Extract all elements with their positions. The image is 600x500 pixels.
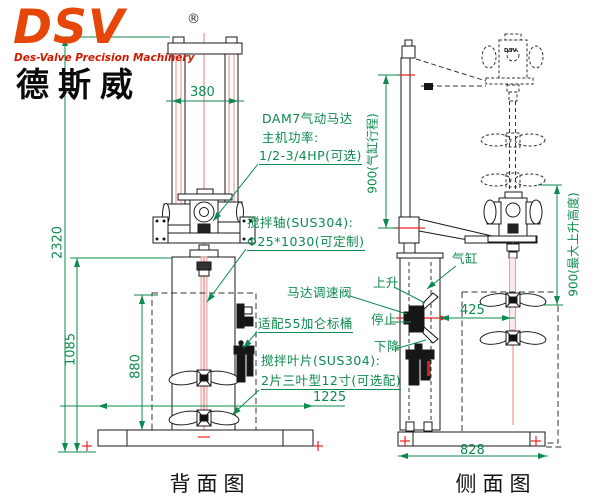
side-impeller-upper bbox=[479, 292, 547, 308]
back-view-caption: 背面图 bbox=[169, 472, 251, 496]
back-frame bbox=[167, 36, 243, 219]
back-dimension-arrows bbox=[62, 37, 313, 452]
logo-tagline: Des-Valve Precision Machinery bbox=[14, 52, 195, 64]
back-base bbox=[97, 429, 314, 447]
note-air-cylinder: 气缸 bbox=[452, 251, 479, 266]
side-view-drawing bbox=[349, 33, 563, 459]
side-raised-motor-dashed bbox=[415, 33, 546, 190]
side-air-motor bbox=[483, 191, 543, 425]
dim-mid-height: 1085 bbox=[63, 332, 79, 367]
side-view-caption: 侧面图 bbox=[455, 472, 537, 496]
dim-top-width: 380 bbox=[190, 85, 215, 100]
side-speed-valve bbox=[396, 292, 448, 344]
back-impeller-upper bbox=[168, 369, 240, 387]
logo-registered-mark: ® bbox=[187, 12, 200, 27]
back-view-drawing bbox=[58, 33, 345, 453]
dim-max-lift: 900(最大上升高度) bbox=[566, 192, 581, 297]
note-motor-line2: 主机功率: bbox=[262, 130, 319, 145]
note-speed-valve: 马达调速阀 bbox=[287, 285, 353, 300]
back-valve-frl bbox=[233, 303, 255, 383]
back-impeller-lower bbox=[168, 409, 240, 427]
side-red-marks bbox=[393, 74, 541, 446]
note-valve-stop: 停止 bbox=[371, 312, 398, 327]
side-dimension-arrows bbox=[383, 75, 560, 459]
note-shaft-line1: 搅拌轴(SUS304): bbox=[247, 215, 354, 230]
note-valve-down: 下降 bbox=[374, 339, 401, 354]
dim-offset: 425 bbox=[460, 303, 485, 318]
dim-barrel-height: 880 bbox=[128, 354, 144, 379]
side-dimensions bbox=[349, 74, 563, 457]
side-base bbox=[397, 431, 546, 447]
note-blade-line2: 2片三叶型12寸(可选配) bbox=[261, 373, 402, 390]
dim-total-height: 2320 bbox=[50, 225, 66, 260]
logo-chinese-name: 德斯威 bbox=[16, 65, 142, 104]
dim-base-depth: 828 bbox=[460, 443, 485, 458]
note-drum-fit: 适配55加仑标桶 bbox=[258, 316, 353, 333]
dim-cylinder-stroke: 900(气缸行程) bbox=[365, 113, 380, 194]
logo-brand: DSV bbox=[13, 0, 126, 55]
side-impeller-lower bbox=[479, 330, 547, 346]
dim-base-width: 1225 bbox=[313, 390, 347, 405]
side-rod-hook bbox=[424, 83, 433, 90]
back-air-motor bbox=[152, 188, 256, 258]
note-blade-line1: 搅拌叶片(SUS304): bbox=[261, 353, 381, 368]
note-motor-line3: 1/2-3/4HP(可选) bbox=[259, 148, 362, 165]
side-cylinder-rod bbox=[398, 39, 420, 257]
motor-badge-label: DSV bbox=[504, 48, 517, 54]
note-shaft-line2: Φ25*1030(可定制) bbox=[247, 234, 365, 251]
note-valve-up: 上升 bbox=[373, 275, 400, 290]
note-motor-line1: DAM7气动马达 bbox=[262, 111, 353, 126]
back-red-marks bbox=[82, 436, 323, 451]
side-frl-unit bbox=[405, 343, 435, 386]
